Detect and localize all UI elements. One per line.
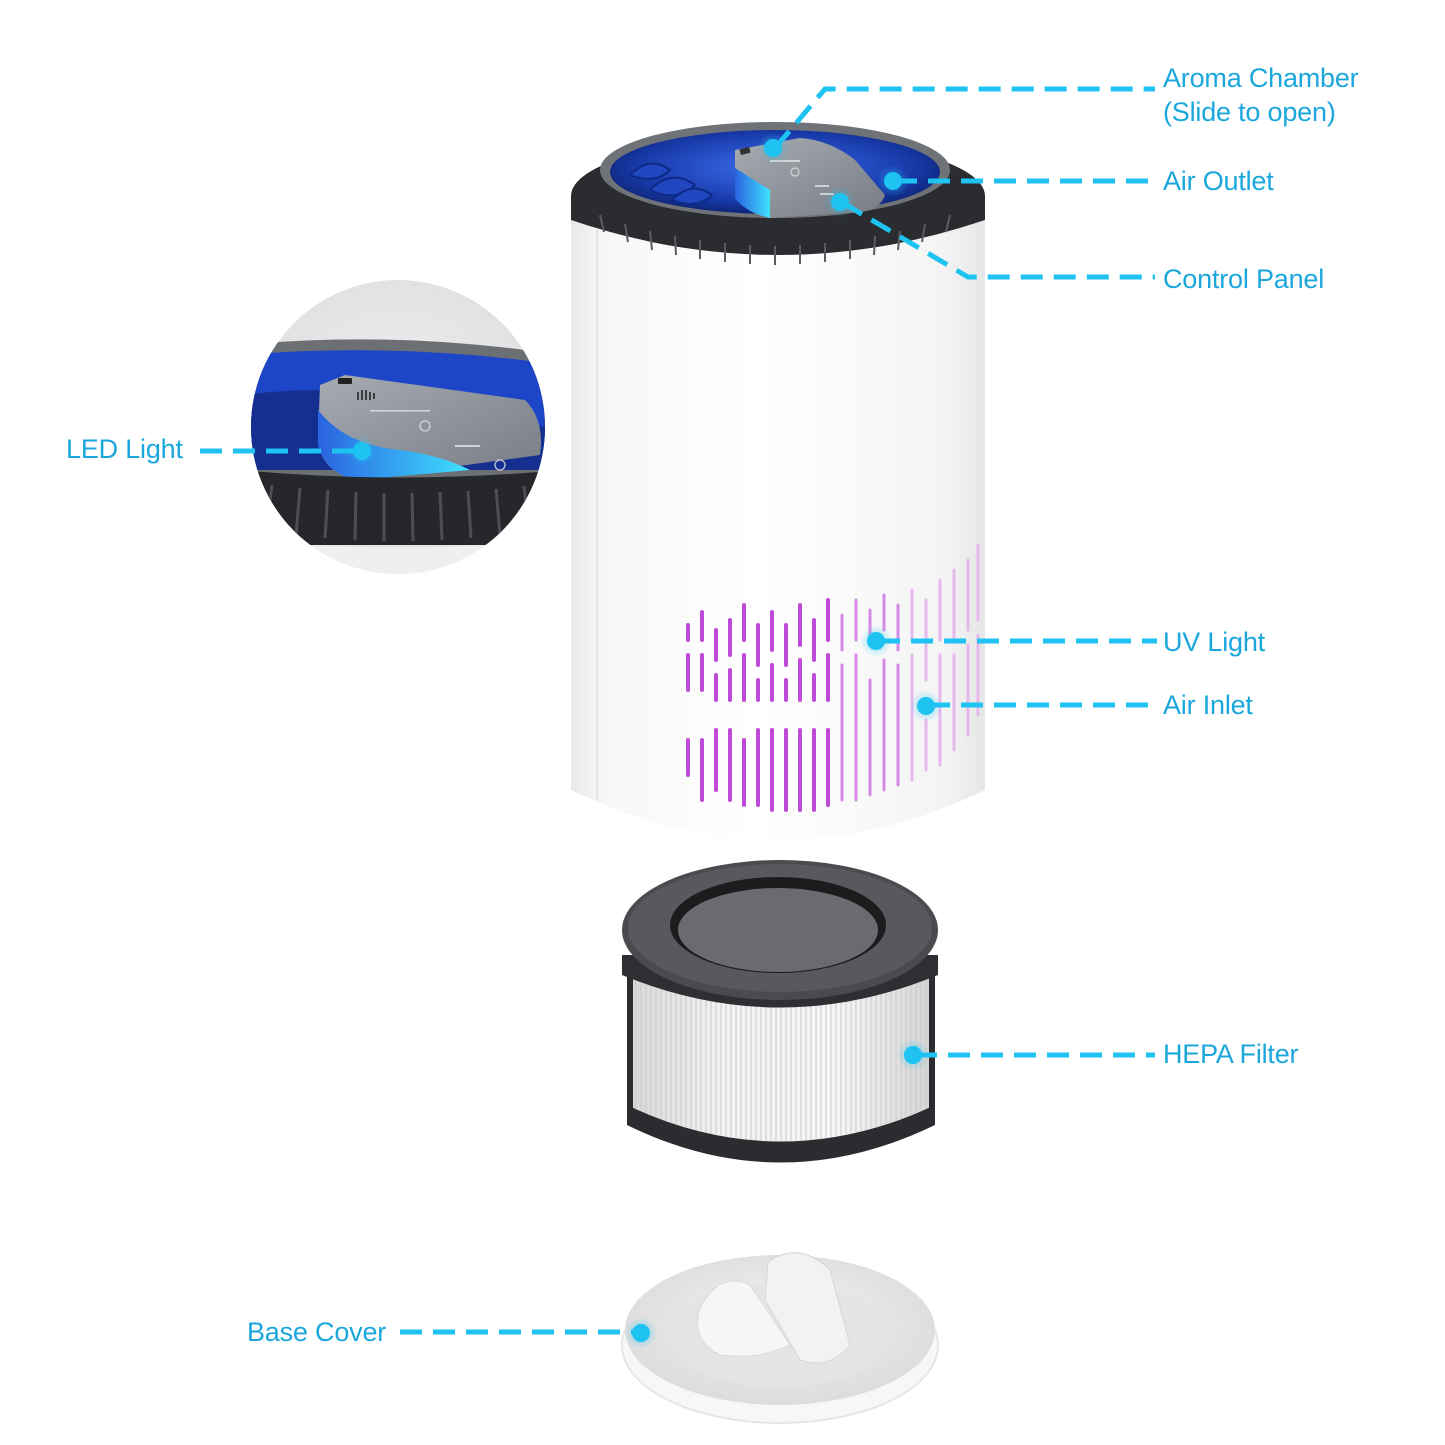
callout-air-inlet: Air Inlet [1163, 688, 1253, 722]
callout-air-outlet-text: Air Outlet [1163, 166, 1274, 196]
callout-led-light: LED Light [66, 432, 183, 466]
callout-aroma-chamber-line2: (Slide to open) [1163, 97, 1336, 127]
led-detail-inset [251, 280, 545, 574]
dot-control-panel [831, 193, 849, 211]
dot-aroma-chamber [764, 139, 782, 157]
callout-aroma-chamber-line1: Aroma Chamber [1163, 63, 1359, 93]
callout-base-cover-text: Base Cover [247, 1317, 387, 1347]
callout-leaders [200, 86, 1157, 1335]
dot-hepa-filter [904, 1046, 922, 1064]
dot-air-inlet [917, 697, 935, 715]
purifier-body [571, 122, 985, 840]
callout-control-panel-text: Control Panel [1163, 264, 1324, 294]
callout-air-outlet: Air Outlet [1163, 164, 1274, 198]
dot-air-outlet [884, 172, 902, 190]
base-cover-disc [621, 1252, 939, 1424]
callout-uv-light-text: UV Light [1163, 627, 1265, 657]
callout-control-panel: Control Panel [1163, 262, 1324, 296]
dot-uv-light [867, 632, 885, 650]
callout-hepa-filter-text: HEPA Filter [1163, 1039, 1299, 1069]
hepa-filter-cartridge [622, 860, 938, 1163]
callout-uv-light: UV Light [1163, 625, 1265, 659]
callout-led-light-text: LED Light [66, 434, 183, 464]
leader-control-panel [841, 200, 1155, 280]
dot-led-light [353, 442, 371, 460]
uv-slot-grid [686, 543, 980, 812]
callout-hepa-filter: HEPA Filter [1163, 1037, 1299, 1071]
leader-aroma-chamber [773, 86, 1155, 150]
callout-base-cover: Base Cover [247, 1315, 386, 1349]
dot-base-cover [632, 1324, 650, 1342]
callout-dots [346, 132, 942, 1349]
callout-aroma-chamber: Aroma Chamber (Slide to open) [1163, 61, 1359, 129]
callout-air-inlet-text: Air Inlet [1163, 690, 1253, 720]
